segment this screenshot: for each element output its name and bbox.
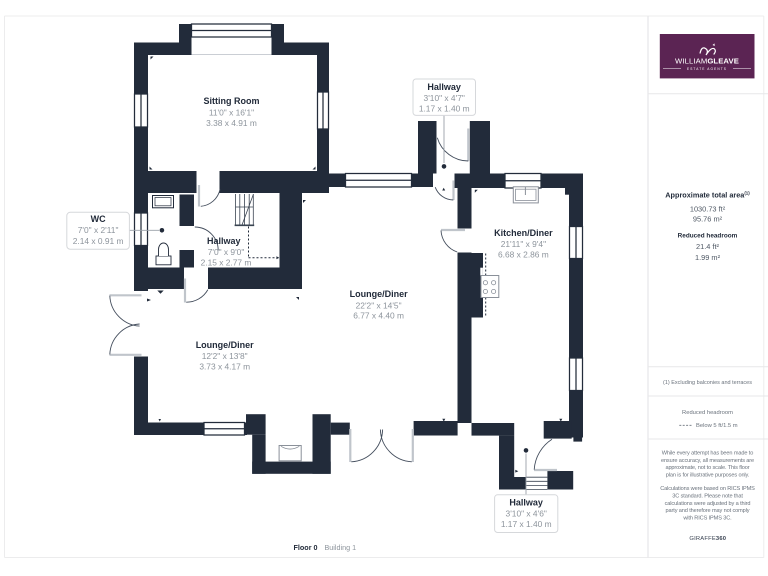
svg-text:1030.73 ft²: 1030.73 ft² <box>690 204 726 213</box>
svg-text:1.99 m²: 1.99 m² <box>695 253 721 262</box>
svg-text:3'10" x 4'7": 3'10" x 4'7" <box>424 93 465 103</box>
svg-text:3.73 x 4.17 m: 3.73 x 4.17 m <box>199 362 250 372</box>
svg-text:ensure accuracy, all measureme: ensure accuracy, all measurements are <box>661 458 754 464</box>
svg-text:2.15 x 2.77 m: 2.15 x 2.77 m <box>201 257 252 267</box>
svg-text:12'2" x 13'8": 12'2" x 13'8" <box>202 351 248 361</box>
svg-text:party and therefore may not co: party and therefore may not comply <box>666 508 750 514</box>
svg-text:While every attempt has been m: While every attempt has been made to <box>662 451 753 457</box>
svg-text:approximate, not to scale. Thi: approximate, not to scale. This floor <box>665 465 749 471</box>
svg-text:calculations were adjusted by: calculations were adjusted by a third <box>665 501 751 507</box>
svg-text:Building 1: Building 1 <box>325 543 357 552</box>
svg-text:plan is for illustrative purpo: plan is for illustrative purposes only. <box>666 472 750 478</box>
svg-text:6.77 x 4.40 m: 6.77 x 4.40 m <box>353 310 404 320</box>
svg-text:Kitchen/Diner: Kitchen/Diner <box>494 228 553 238</box>
svg-text:Lounge/Diner: Lounge/Diner <box>196 340 254 350</box>
svg-text:Below 5 ft/1.5 m: Below 5 ft/1.5 m <box>696 423 738 429</box>
svg-text:Lounge/Diner: Lounge/Diner <box>350 289 408 299</box>
svg-text:3'10" x 4'6": 3'10" x 4'6" <box>506 508 547 518</box>
svg-text:with RICS IPMS 3C.: with RICS IPMS 3C. <box>682 515 732 521</box>
svg-text:Reduced headroom: Reduced headroom <box>682 410 733 416</box>
svg-text:Sitting Room: Sitting Room <box>204 96 260 106</box>
svg-text:3C standard. Please note that: 3C standard. Please note that <box>672 494 743 500</box>
svg-text:ESTATE AGENTS: ESTATE AGENTS <box>687 67 727 71</box>
svg-text:Hallway: Hallway <box>207 236 241 246</box>
svg-text:3.38 x 4.91 m: 3.38 x 4.91 m <box>206 118 257 128</box>
svg-text:22'2" x 14'5": 22'2" x 14'5" <box>356 301 402 311</box>
svg-text:Approximate total area(1): Approximate total area(1) <box>665 190 750 199</box>
svg-text:6.68 x 2.86 m: 6.68 x 2.86 m <box>498 249 549 259</box>
svg-text:Reduced headroom: Reduced headroom <box>678 233 738 240</box>
svg-text:2.14 x 0.91 m: 2.14 x 0.91 m <box>73 236 124 246</box>
svg-text:21'11" x 9'4": 21'11" x 9'4" <box>501 239 546 249</box>
svg-text:11'0" x 16'1": 11'0" x 16'1" <box>209 107 254 117</box>
svg-text:7'0" x 2'11": 7'0" x 2'11" <box>78 225 119 235</box>
svg-text:1.17 x 1.40 m: 1.17 x 1.40 m <box>501 519 552 529</box>
svg-text:Hallway: Hallway <box>509 498 543 508</box>
svg-text:95.76 m²: 95.76 m² <box>693 214 723 223</box>
svg-text:1.17 x 1.40 m: 1.17 x 1.40 m <box>419 103 470 113</box>
svg-text:Calculations were based on RIC: Calculations were based on RICS IPMS <box>660 486 755 492</box>
svg-text:WC: WC <box>91 214 106 224</box>
svg-text:WILLIAMGLEAVE: WILLIAMGLEAVE <box>675 57 739 66</box>
svg-text:21.4 ft²: 21.4 ft² <box>696 242 720 251</box>
svg-text:GIRAFFE360: GIRAFFE360 <box>689 536 726 542</box>
svg-text:Hallway: Hallway <box>427 82 461 92</box>
svg-text:7'0" x 9'0": 7'0" x 9'0" <box>208 247 245 257</box>
svg-text:Floor 0: Floor 0 <box>294 543 318 552</box>
svg-text:(1) Excluding balconies and te: (1) Excluding balconies and terraces <box>663 380 752 386</box>
